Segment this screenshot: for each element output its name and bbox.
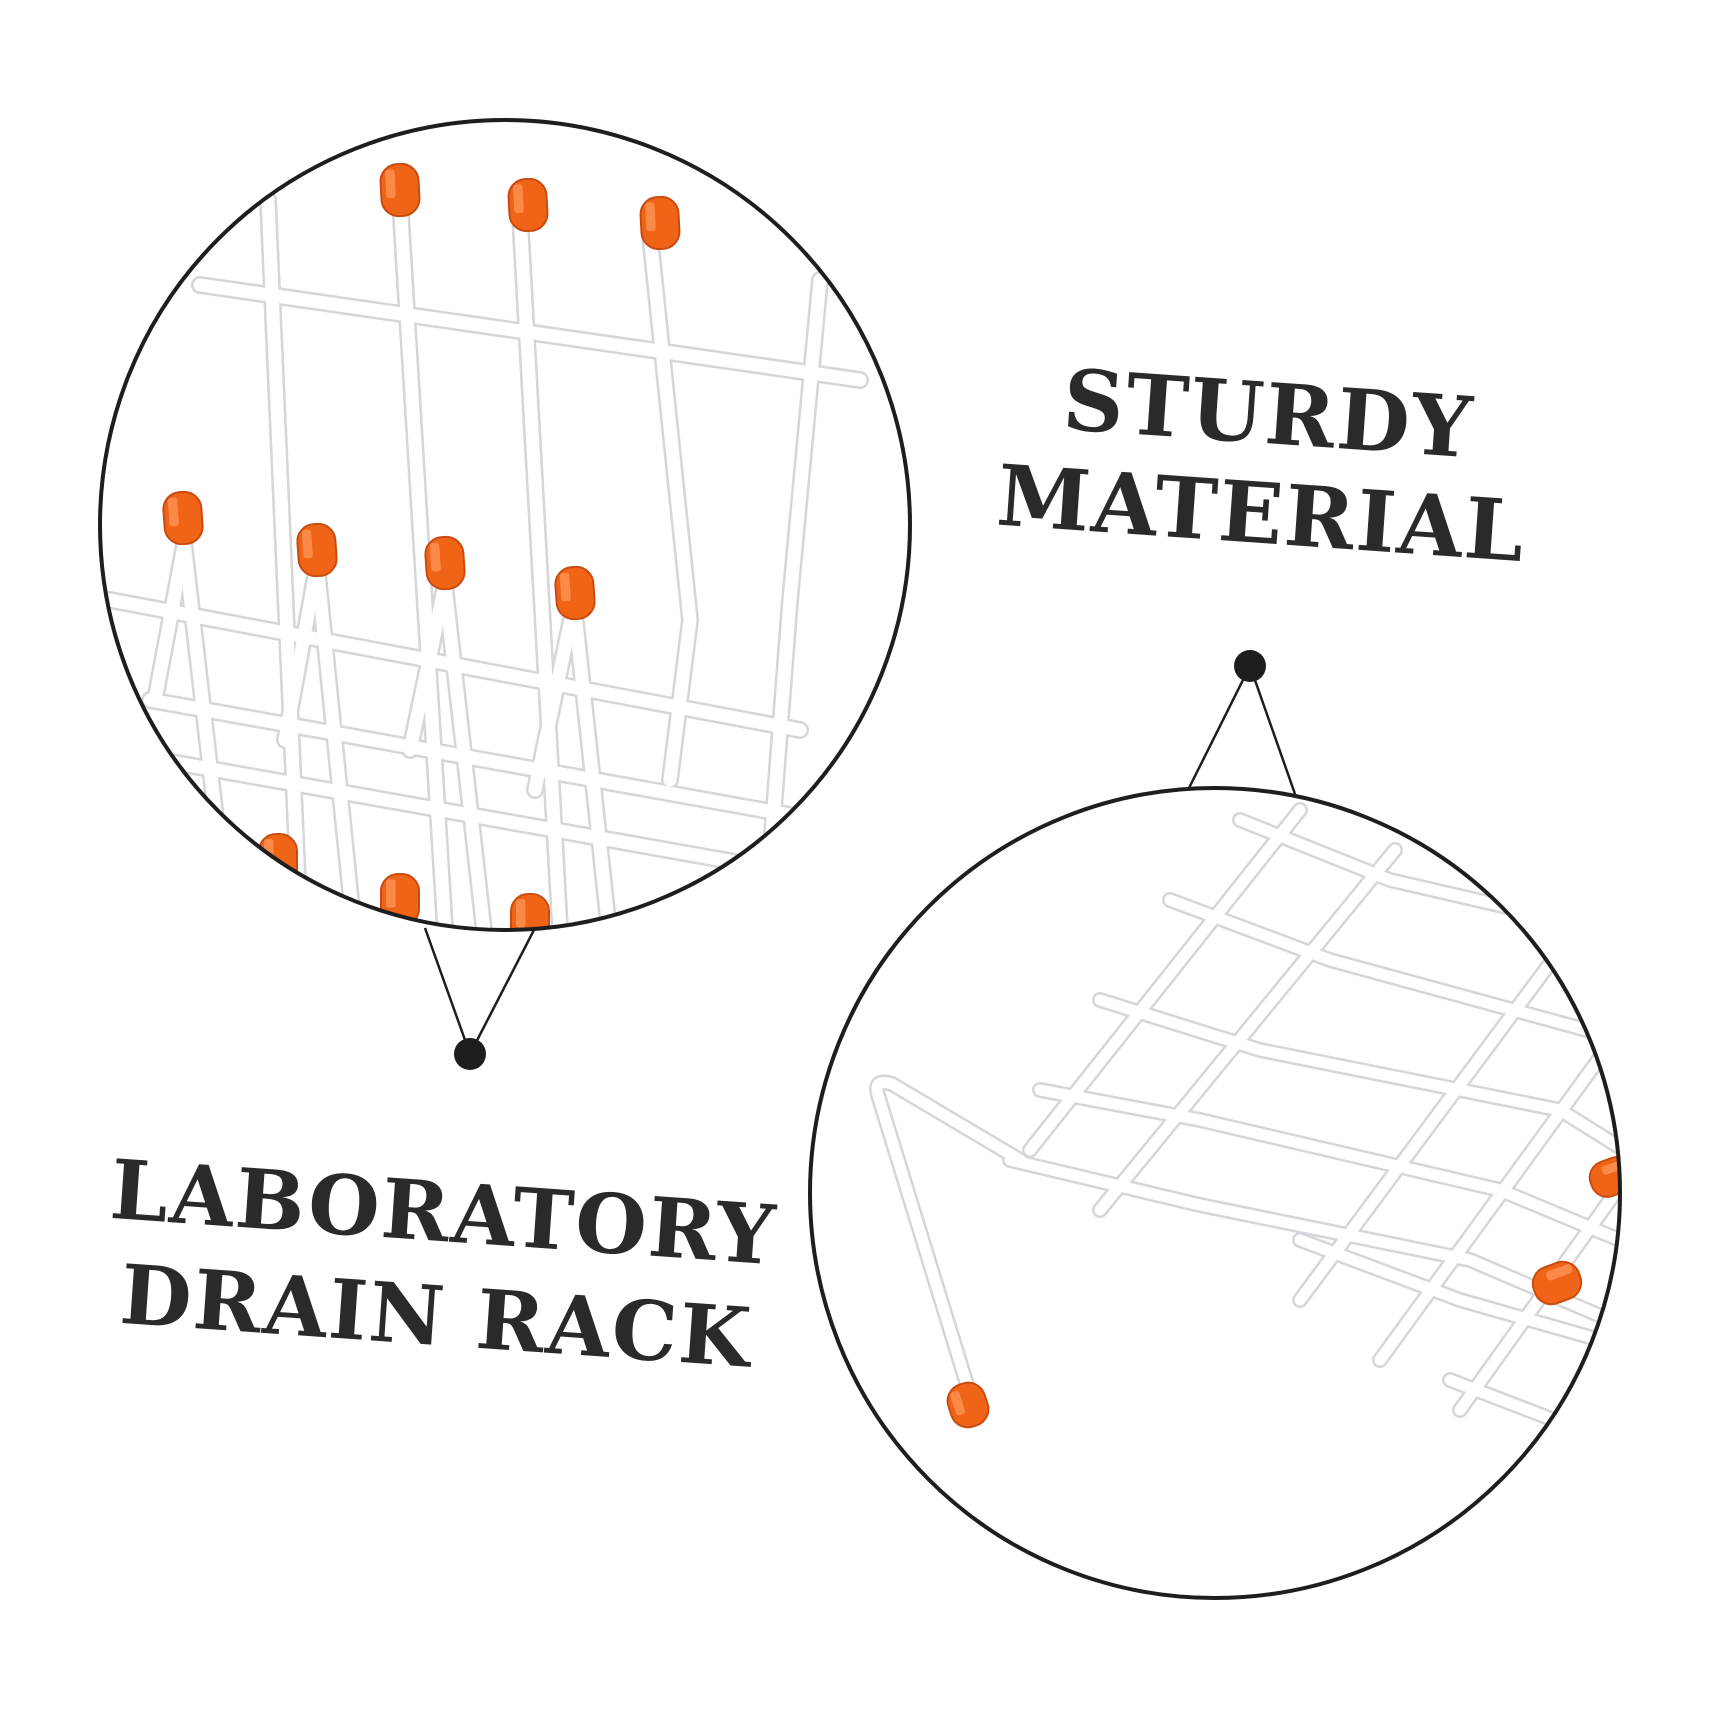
rack-crossrail xyxy=(1374,1024,1620,1366)
rack-crossrail xyxy=(1024,804,1306,1156)
rack-prong xyxy=(643,228,697,787)
rubber-tip-cap xyxy=(510,893,550,930)
zoom-circle-prongs-outline xyxy=(98,118,912,932)
rubber-tip-cap xyxy=(379,162,421,218)
callout-pointer-prongs xyxy=(423,927,537,1070)
rack-prong xyxy=(309,548,362,930)
rack-prong xyxy=(393,193,452,930)
rack-leg xyxy=(871,1076,1026,1394)
rack-rail xyxy=(1164,894,1620,1056)
pointer-dot xyxy=(1234,650,1266,682)
rubber-tip-cap xyxy=(946,1381,990,1429)
zoom-circle-frame-outline xyxy=(808,786,1622,1600)
rack-strut xyxy=(403,568,454,757)
rubber-tip-cap xyxy=(162,490,204,546)
rack-prong xyxy=(566,588,617,930)
rack-rail-shadow xyxy=(1232,812,1620,948)
rack-strut xyxy=(528,593,582,797)
rubber-tip-cap xyxy=(296,522,338,578)
rack-strut xyxy=(278,553,325,747)
pointer-dot xyxy=(454,1038,486,1070)
rubber-tip-cap xyxy=(554,565,596,621)
rack-prong xyxy=(436,561,492,930)
rack-crossrail xyxy=(1294,944,1566,1306)
rubber-tip-cap xyxy=(507,177,549,233)
zoom-circle-prongs xyxy=(98,118,912,932)
rack-rail xyxy=(1294,1234,1606,1346)
rubber-tip-cap xyxy=(639,195,681,251)
rack-prong xyxy=(261,193,307,930)
rubber-tip-cap xyxy=(1531,1260,1583,1306)
callout-pointer-frame xyxy=(1186,650,1297,795)
rubber-tip-cap xyxy=(1588,1156,1620,1198)
rack-prong xyxy=(763,273,827,867)
rubber-tip-cap xyxy=(424,535,466,591)
rack-rail xyxy=(1094,994,1620,1166)
zoom-circle-frame xyxy=(808,786,1622,1600)
rack-rail xyxy=(1034,1084,1620,1246)
rack-prong xyxy=(175,518,237,930)
feature-headline-sturdy-material: STURDY MATERIAL xyxy=(979,350,1550,581)
rack-crossrail xyxy=(1094,844,1401,1216)
rack-prong xyxy=(513,208,567,930)
rack-strut xyxy=(148,533,192,707)
